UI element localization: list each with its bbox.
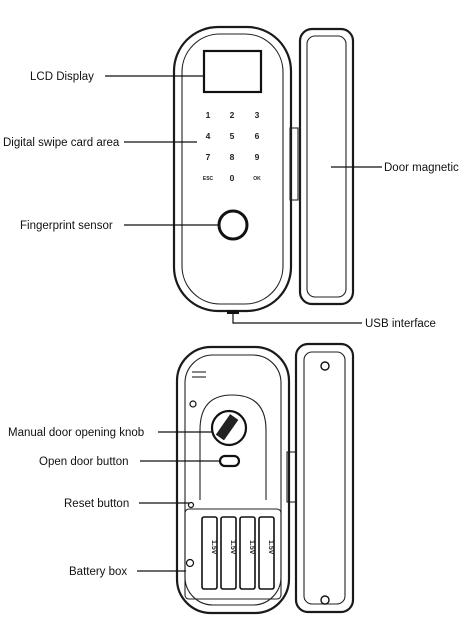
key-esc[interactable]: ESC [203, 176, 214, 182]
lcd-display [202, 49, 263, 94]
key-6[interactable]: 6 [255, 131, 260, 141]
battery-cell [220, 516, 237, 590]
key-9[interactable]: 9 [255, 152, 260, 162]
battery-compartment [184, 508, 282, 600]
key-1[interactable]: 1 [206, 110, 211, 120]
open-door-button[interactable] [218, 454, 241, 468]
label-door-magnetic: Door magnetic [384, 162, 459, 174]
battery-cell [258, 516, 275, 590]
leader-usb-interface [232, 313, 362, 324]
battery-text: 1.5V [210, 540, 217, 555]
battery-cell [239, 516, 256, 590]
label-swipe-card-area: Digital swipe card area [3, 137, 120, 149]
screw-hole-top [189, 400, 197, 408]
key-7[interactable]: 7 [206, 152, 211, 162]
key-ok[interactable]: OK [253, 176, 261, 182]
fingerprint-sensor[interactable] [217, 209, 249, 241]
battery-text: 1.5V [248, 540, 255, 555]
battery-text: 1.5V [267, 540, 274, 555]
label-manual-knob: Manual door opening knob [8, 427, 144, 439]
key-3[interactable]: 3 [255, 110, 260, 120]
key-8[interactable]: 8 [230, 152, 235, 162]
mechanism-housing [199, 394, 267, 500]
label-usb-interface: USB interface [365, 318, 436, 330]
key-4[interactable]: 4 [206, 131, 211, 141]
magnet-screw-bottom [320, 595, 330, 605]
back-lock-inner-edge [184, 354, 282, 606]
battery-cell [201, 516, 218, 590]
key-2[interactable]: 2 [230, 110, 235, 120]
back-door-magnet [294, 342, 355, 614]
label-reset-button: Reset button [64, 498, 129, 510]
usb-port [227, 310, 239, 314]
keypad: 1 2 3 4 5 6 7 8 9 ESC 0 OK [203, 110, 261, 183]
screw-hole-left [185, 558, 195, 568]
magnet-screw-top [320, 361, 330, 371]
label-fingerprint-sensor: Fingerprint sensor [20, 220, 113, 232]
front-lock-inner-edge [181, 33, 284, 305]
front-side-connector [289, 127, 299, 201]
label-battery-box: Battery box [69, 566, 127, 578]
key-0[interactable]: 0 [230, 173, 235, 183]
key-5[interactable]: 5 [230, 131, 235, 141]
battery-cells: 1.5V 1.5V 1.5V 1.5V [201, 516, 275, 590]
label-lcd-display: LCD Display [30, 71, 94, 83]
battery-text: 1.5V [229, 540, 236, 555]
back-view: 1.5V 1.5V 1.5V 1.5V [175, 342, 355, 615]
manual-knob-slot [215, 414, 239, 441]
reset-button[interactable] [187, 501, 195, 509]
front-view: 1 2 3 4 5 6 7 8 9 ESC 0 OK [172, 25, 355, 314]
label-open-door-button: Open door button [39, 456, 129, 468]
